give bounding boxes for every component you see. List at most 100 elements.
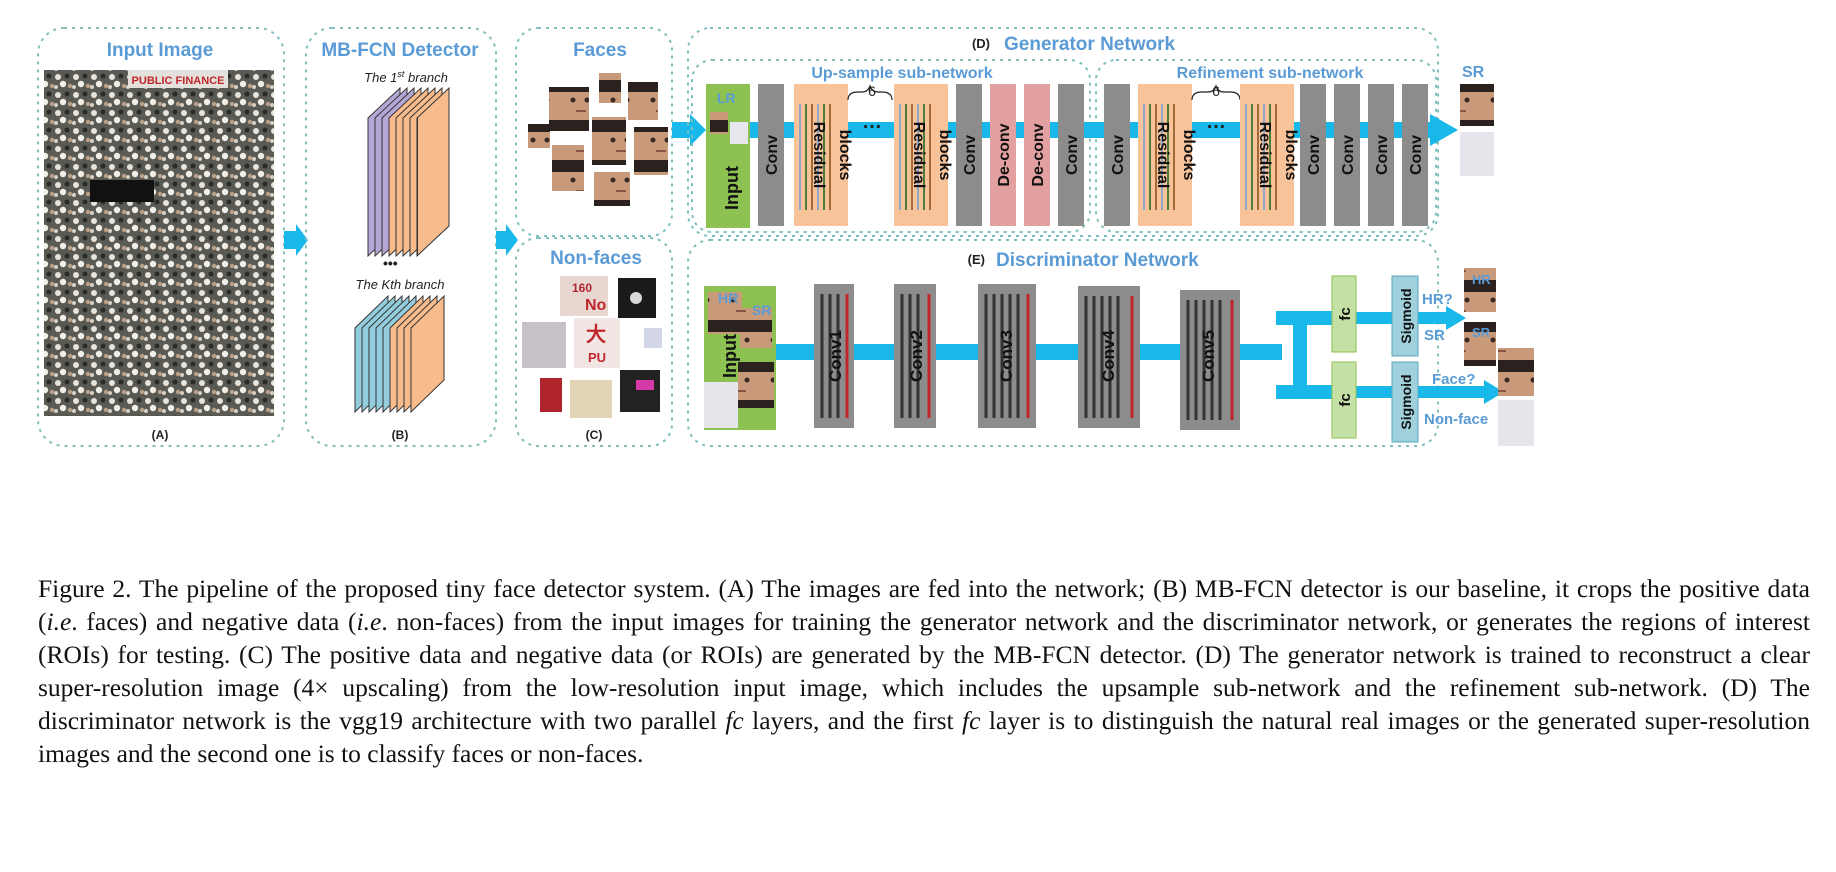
conv3-block: Conv3 bbox=[978, 284, 1036, 428]
disc-out-arrow-2 bbox=[1484, 380, 1504, 404]
caption-part-4: layers, and the first bbox=[743, 706, 963, 735]
caption-fc-1: fc bbox=[725, 706, 744, 735]
disc-face-3 bbox=[738, 362, 774, 408]
upsample-border bbox=[691, 59, 1091, 233]
svg-text:Sigmoid: Sigmoid bbox=[1398, 374, 1414, 429]
svg-text:Conv: Conv bbox=[1408, 135, 1425, 175]
svg-text:Residual: Residual bbox=[910, 122, 927, 189]
out-nonface bbox=[1498, 400, 1534, 446]
svg-text:No: No bbox=[585, 297, 607, 314]
gen-conv-2: Conv bbox=[956, 84, 982, 226]
branchk-label: The Kth branch bbox=[356, 277, 445, 292]
caption-part-2: . faces) and negative data ( bbox=[71, 607, 357, 636]
branchk-stack bbox=[354, 294, 445, 414]
out-hr-face bbox=[1464, 268, 1496, 312]
nonfaces-title: Non-faces bbox=[550, 248, 642, 269]
face-thumbnails bbox=[528, 73, 668, 206]
lr-face-2 bbox=[730, 122, 748, 144]
out-sr-face bbox=[1464, 322, 1496, 366]
disc-sr-label: SR bbox=[752, 302, 771, 318]
svg-text:blocks: blocks bbox=[936, 130, 953, 181]
svg-text:Conv: Conv bbox=[764, 135, 781, 175]
sigmoid-bottom: Sigmoid bbox=[1391, 361, 1419, 443]
arrow-c-d bbox=[672, 114, 706, 146]
crowd-sign bbox=[128, 70, 228, 88]
lr-label: LR bbox=[717, 90, 736, 106]
conv1-block: Conv1 bbox=[814, 284, 854, 428]
faces-title: Faces bbox=[573, 40, 627, 61]
generator-tag: (D) bbox=[972, 36, 990, 51]
ref-conv-3: Conv bbox=[1334, 84, 1360, 226]
sr-output-nonface bbox=[1460, 132, 1494, 176]
crowd-sign-text: PUBLIC FINANCE bbox=[132, 75, 225, 87]
caption-fc-2: fc bbox=[962, 706, 981, 735]
out-hr-label: HR bbox=[1472, 272, 1491, 287]
svg-text:Sigmoid: Sigmoid bbox=[1398, 288, 1414, 343]
panel-a-label: (A) bbox=[152, 428, 169, 442]
gen-input-label: Input bbox=[722, 166, 742, 210]
repeat-brace-1 bbox=[847, 84, 893, 101]
caption-ie-2: i.e bbox=[356, 607, 382, 636]
gen-residual-2: Residual blocks bbox=[894, 84, 953, 226]
gen-residual-1: Residual blocks bbox=[794, 84, 853, 226]
repeat-brace-2 bbox=[1191, 84, 1241, 101]
gen-input-block bbox=[706, 84, 750, 228]
conv4-block: Conv4 bbox=[1078, 286, 1140, 428]
svg-text:Conv5: Conv5 bbox=[1199, 330, 1218, 382]
svg-text:Residual: Residual bbox=[1256, 122, 1273, 189]
svg-text:Conv: Conv bbox=[1374, 135, 1391, 175]
svg-text:blocks: blocks bbox=[1282, 130, 1299, 181]
gen-sr-label: SR bbox=[1462, 64, 1485, 81]
svg-text:Conv: Conv bbox=[1064, 135, 1081, 175]
ellipsis-2: … bbox=[1206, 111, 1226, 133]
disc-out-arrow-1 bbox=[1446, 306, 1466, 330]
ref-conv-5: Conv bbox=[1402, 84, 1428, 226]
gen-deconv-1: De-conv bbox=[990, 84, 1016, 226]
svg-text:Residual: Residual bbox=[1154, 122, 1171, 189]
figure-caption: Figure 2. The pipeline of the proposed t… bbox=[38, 572, 1810, 770]
svg-text:fc: fc bbox=[1337, 307, 1354, 320]
gen-deconv-2: De-conv bbox=[1024, 84, 1050, 226]
svg-text:Conv: Conv bbox=[1306, 135, 1323, 175]
out1-question: HR? bbox=[1422, 291, 1453, 308]
sr-output-face bbox=[1460, 84, 1494, 126]
caption-ie-1: i.e bbox=[46, 607, 72, 636]
generator-border bbox=[687, 27, 1439, 237]
ref-conv-1: Conv bbox=[1104, 84, 1130, 226]
panel-b-label: (B) bbox=[392, 428, 409, 442]
lr-face-1 bbox=[710, 112, 728, 134]
panel-b-title: MB-FCN Detector bbox=[321, 40, 479, 61]
fc-bottom: fc bbox=[1331, 361, 1357, 439]
sigmoid-top: Sigmoid bbox=[1391, 275, 1419, 357]
ref-residual-1: Residual blocks bbox=[1138, 84, 1197, 226]
out2-answer: Non-face bbox=[1424, 411, 1488, 428]
branch1-stack bbox=[367, 86, 450, 258]
caption-part-5: layer is to distinguish the natural real… bbox=[38, 706, 1810, 768]
ellipsis-1: … bbox=[862, 111, 882, 133]
svg-text:Conv4: Conv4 bbox=[1099, 329, 1118, 382]
branch1-label: The 1st branch bbox=[364, 69, 448, 85]
disc-sr-face bbox=[740, 308, 772, 348]
out-face bbox=[1498, 348, 1534, 396]
discriminator-border bbox=[687, 239, 1439, 447]
upsample-title: Up-sample sub-network bbox=[811, 65, 992, 82]
svg-text:Conv1: Conv1 bbox=[826, 330, 845, 382]
svg-text:PU: PU bbox=[588, 350, 606, 365]
nonface-thumbnails: 160 No 大 PU bbox=[522, 276, 662, 418]
gen-conv-3: Conv bbox=[1058, 84, 1084, 226]
out1-answer: SR bbox=[1424, 327, 1445, 344]
caption-part-1: Figure 2. The pipeline of the proposed t… bbox=[38, 574, 1810, 636]
svg-text:De-conv: De-conv bbox=[1030, 123, 1047, 186]
conv5-block: Conv5 bbox=[1180, 290, 1240, 430]
svg-text:Conv3: Conv3 bbox=[997, 330, 1016, 382]
panel-nonfaces-border bbox=[515, 237, 673, 447]
branch-dots: ••• bbox=[383, 255, 398, 271]
ref-conv-2: Conv bbox=[1300, 84, 1326, 226]
svg-text:Residual: Residual bbox=[810, 122, 827, 189]
svg-text:Conv: Conv bbox=[962, 135, 979, 175]
disc-split bbox=[1276, 311, 1307, 399]
ref-residual-2: Residual blocks bbox=[1240, 84, 1299, 226]
crowd-banner bbox=[90, 180, 154, 202]
svg-text:Conv2: Conv2 bbox=[907, 330, 926, 382]
svg-text:160: 160 bbox=[572, 281, 592, 295]
